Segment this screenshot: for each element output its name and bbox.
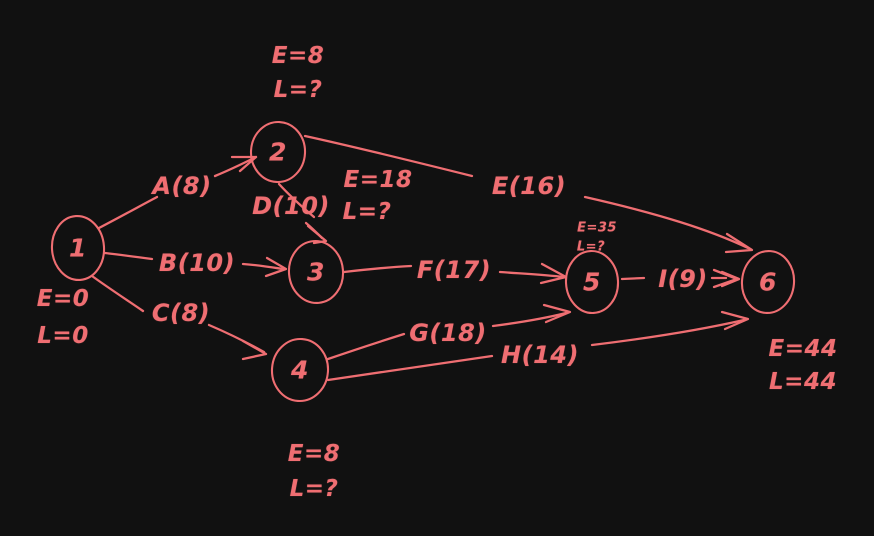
edge-E-arrowhead [724,232,754,254]
edge-C [90,274,268,361]
node-6-late-time: L=44 [769,369,837,395]
edge-G-segment-1 [326,332,406,361]
edge-E-segment-1 [303,134,474,178]
edge-A-arrowhead [230,155,258,173]
node-5[interactable] [564,249,620,315]
edge-I-arrowhead-2 [720,270,741,288]
edge-label-A: A(8) [152,172,212,200]
edge-G-arrowhead [542,303,572,324]
edge-label-H: H(14) [501,341,579,369]
edge-H-arrowhead [720,310,750,331]
edge-D [277,182,328,245]
node-6-circle [740,249,796,315]
node-5-label: 5 [583,267,601,297]
edge-E-segment-2 [583,195,750,250]
edge-label-I: I(9) [658,265,708,293]
node-1[interactable] [50,214,106,282]
node-2[interactable] [249,120,307,184]
node-4-early-time: E=8 [287,441,341,467]
edge-label-F: F(17) [416,256,492,284]
edge-label-G: G(18) [409,319,487,347]
edge-label-D: D(10) [252,192,330,220]
node-2-circle [249,120,307,184]
edge-C-arrowhead [241,339,268,361]
edge-D-arrowhead [306,224,328,245]
edge-B-segment-1 [103,251,154,261]
node-2-early-time: E=8 [271,43,325,69]
node-1-label: 1 [69,233,87,263]
edge-I-segment-1 [620,276,646,281]
edge-E [303,134,754,254]
node-2-label: 2 [269,137,287,167]
node-3[interactable] [286,239,345,305]
node-5-circle [564,249,620,315]
edge-H [326,310,750,382]
edge-F-segment-1 [342,264,413,274]
edge-B [103,251,288,278]
node-6-early-time: E=44 [768,336,838,362]
node-4[interactable] [270,337,330,403]
node-5-late-time: L=? [576,239,606,255]
node-4-circle [270,337,330,403]
node-2-late-time: L=? [273,77,323,103]
node-6[interactable] [739,249,796,315]
edge-A [97,155,258,230]
node-1-early-time: E=0 [36,286,90,312]
node-3-late-time: L=? [342,199,392,225]
edge-label-B: B(10) [158,249,236,277]
node-3-circle [287,239,345,305]
edge-A-segment-2 [213,155,258,178]
edge-H-segment-1 [326,354,494,382]
edge-G-segment-2 [491,311,568,328]
edge-F-arrowhead [539,262,568,285]
node-1-late-time: L=0 [37,323,89,349]
edge-D-segment-1 [277,182,316,219]
edge-B-arrowhead [264,256,288,278]
node-4-late-time: L=? [289,476,339,502]
node-5-early-time: E=35 [577,220,617,236]
edge-B-segment-2 [241,262,285,271]
node-3-early-time: E=18 [343,167,413,193]
edge-A-segment-1 [97,195,159,230]
node-1-circle [50,214,106,282]
edge-C-segment-1 [90,274,145,313]
edge-H-segment-2 [590,318,746,347]
node-4-label: 4 [291,355,309,385]
node-3-label: 3 [307,257,325,287]
edge-G [326,303,572,361]
edge-F-segment-2 [498,270,566,279]
node-6-label: 6 [759,267,777,297]
edge-label-C: C(8) [151,299,211,327]
edge-I [620,268,741,289]
edge-label-E: E(16) [491,172,567,200]
